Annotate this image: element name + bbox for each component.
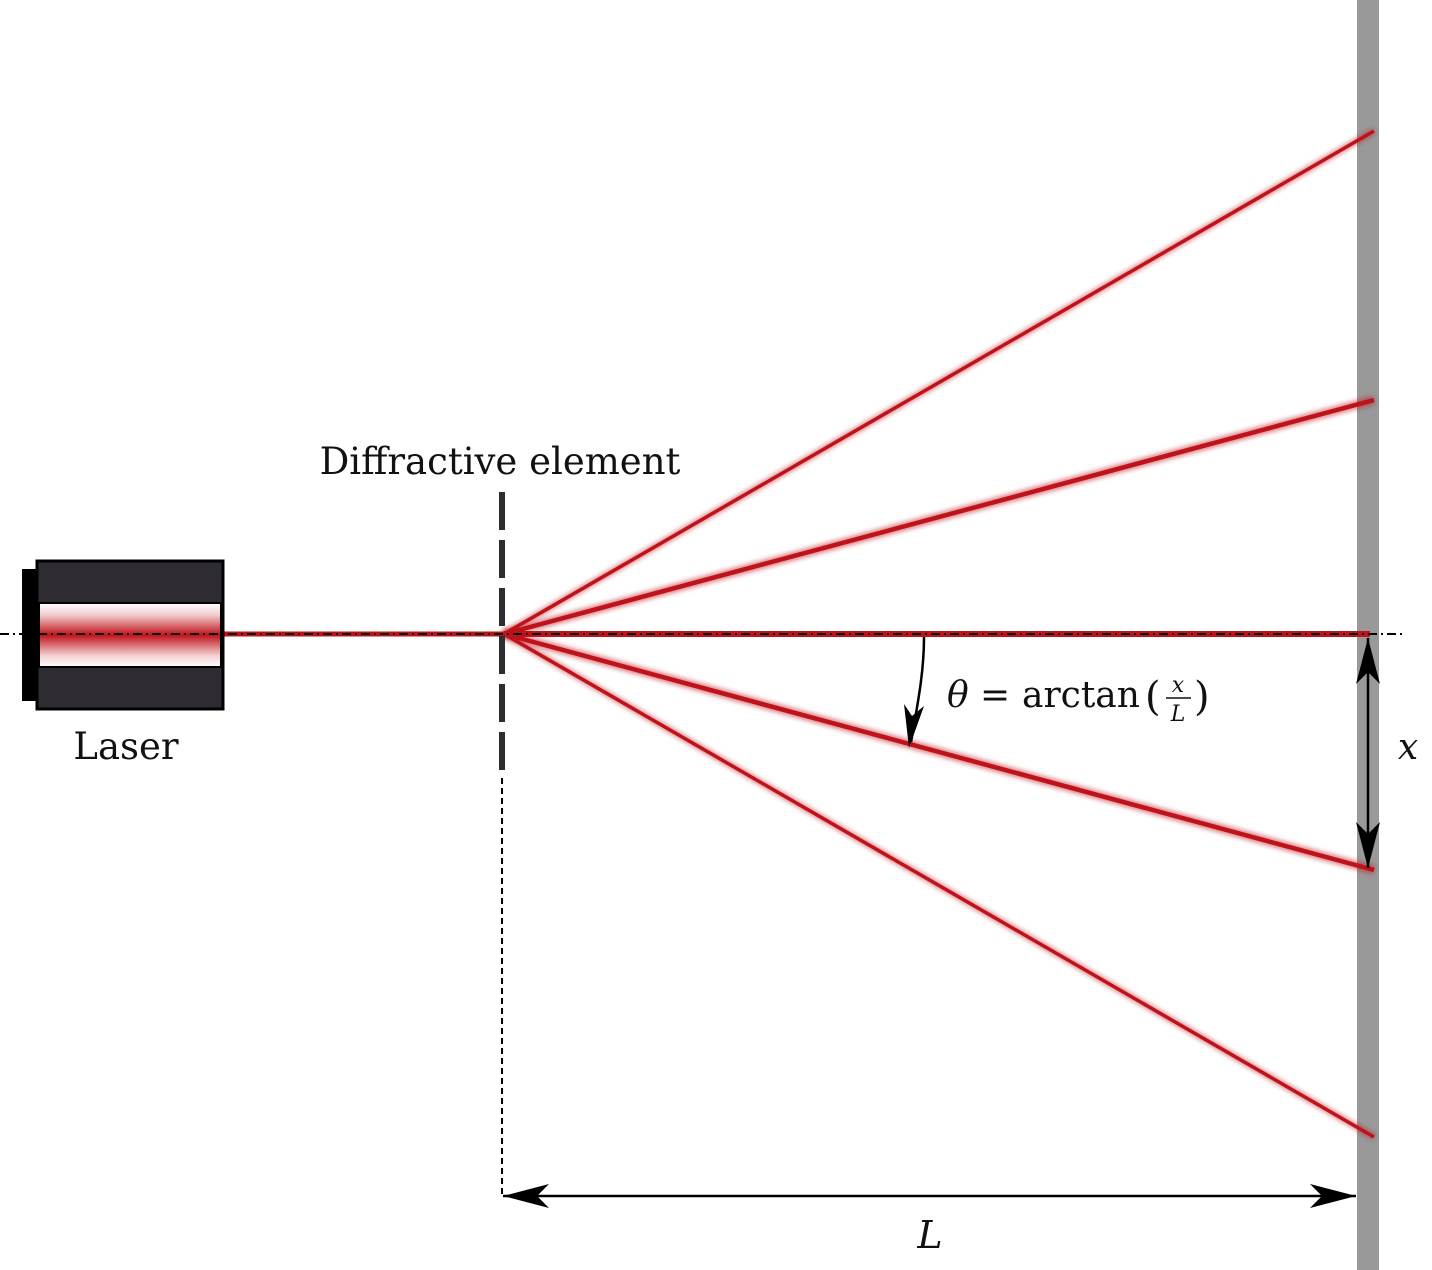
formula-numerator: x (1172, 673, 1185, 698)
distance-label: L (916, 1213, 942, 1257)
formula-theta: θ (947, 675, 969, 716)
beam-order-minus2 (503, 632, 1375, 1139)
offset-label: x (1398, 727, 1418, 768)
angle-arrow (904, 636, 926, 748)
beam-order-plus1 (503, 397, 1375, 637)
beam-order-plus2 (503, 129, 1375, 636)
beam-order-minus1 (503, 631, 1375, 873)
formula-close-paren: ) (1194, 674, 1210, 720)
diffractive-element-label: Diffractive element (320, 440, 681, 483)
distance-arrow (503, 1184, 1356, 1208)
formula-open-paren: ( (1145, 674, 1161, 720)
laser-label: Laser (73, 725, 179, 768)
offset-arrow (1356, 638, 1380, 868)
angle-formula: θ = arctan ( x L ) (947, 673, 1210, 727)
formula-func: arctan (1022, 675, 1140, 716)
formula-denominator: L (1170, 702, 1186, 727)
formula-equals: = (980, 675, 1010, 716)
